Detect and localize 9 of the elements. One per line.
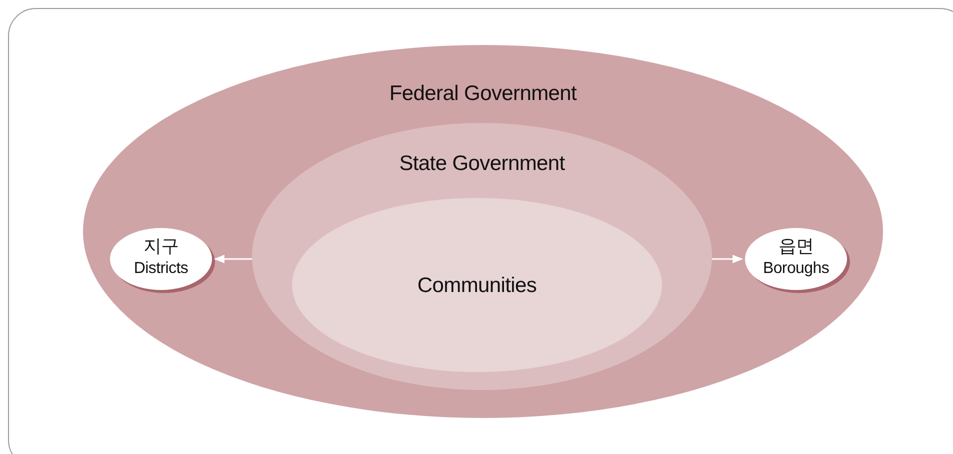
region-label: 지구 (142, 236, 180, 257)
region-label: Federal Government (388, 82, 578, 106)
region-label: 읍면 (777, 236, 815, 257)
region-label: Communities (416, 274, 538, 298)
region-label: Districts (132, 260, 190, 278)
arrow (214, 254, 252, 264)
arrow (712, 254, 744, 264)
region-label: State Government (398, 152, 566, 176)
region-label: Boroughs (762, 260, 830, 278)
